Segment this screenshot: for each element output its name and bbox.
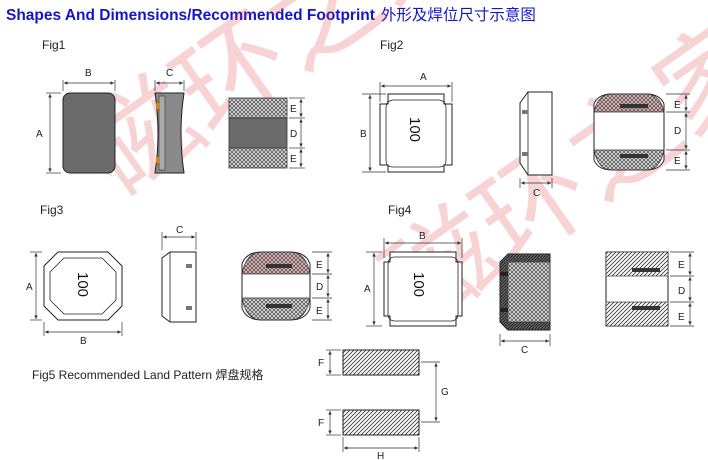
dim-a-label: A [36,129,43,140]
title-chinese: 外形及焊位尺寸示意图 [380,6,536,24]
fig2-dim-e-label: E [674,100,681,111]
fig5-label: Fig5 Recommended Land Pattern 焊盘规格 [32,366,263,383]
dim-e-label: E [290,104,297,115]
fig2-dim-b-label: B [360,129,367,140]
fig3-dim-e-label: E [316,260,323,271]
fig5-label-english: Fig5 Recommended Land Pattern [32,368,213,382]
fig2-dim-d-label: D [674,126,681,137]
fig5-label-chinese: 焊盘规格 [215,368,264,382]
fig3-bottom-view: E D E [241,251,332,321]
fig5-dim-h-label: H [377,451,384,460]
fig4-dim-e-label-2: E [678,312,685,323]
fig4-dim-c-label: C [521,345,528,356]
fig2-dim-e-label-2: E [674,156,681,167]
dim-c-label: C [166,68,173,79]
fig2-dim-c-label: C [533,188,540,199]
fig3-dim-d-label: D [316,282,323,293]
fig4-dim-d-label: D [678,286,685,297]
fig2-bottom-view: E D E [593,93,690,171]
dim-d-label: D [290,129,297,140]
dim-b-label: B [85,68,92,79]
fig1-bottom-view: E D E [228,97,305,169]
fig4-dim-e-label: E [678,260,685,271]
fig2-side-view: C [519,91,553,199]
fig2-label: Fig2 [380,38,404,52]
fig5-dim-g-label: G [441,387,449,398]
fig3-dim-e-label-2: E [316,306,323,317]
fig4-dim-a-label: A [364,284,371,295]
fig5-dim-f-label: F [318,358,324,369]
land-pad-top [342,349,420,376]
dim-e-label-2: E [290,154,297,165]
land-pad-bottom [342,409,420,436]
fig3-dim-a-label: A [26,282,33,293]
fig2-marking: 100 [406,117,423,142]
fig2-dim-a-label: A [420,72,427,83]
fig1-top-view: B A [36,68,116,174]
fig2-top-view: 100 A B [360,72,453,173]
fig3-top-view: 100 B A [26,251,123,347]
fig4-label: Fig4 [388,203,412,217]
fig3-marking: 100 [74,272,91,297]
fig5-dim-f-label-2: F [318,418,324,429]
fig3-side-view: C [161,225,197,323]
fig4-top-view: 100 B A [364,231,463,327]
fig5-land-pattern: F F G H [318,349,449,460]
fig1-label: Fig1 [42,38,66,52]
fig4-dim-b-label: B [419,231,426,242]
fig3-label: Fig3 [40,203,64,217]
fig4-marking: 100 [410,272,427,297]
fig4-bottom-view: E D E [605,251,694,327]
fig3-dim-b-label: B [80,336,87,347]
title-english: Shapes And Dimensions/Recommended Footpr… [6,7,375,24]
fig1-side-view: C [154,68,185,174]
fig3-dim-c-label: C [176,225,183,236]
page-title: Shapes And Dimensions/Recommended Footpr… [6,3,536,25]
fig4-side-view: C [499,253,551,356]
